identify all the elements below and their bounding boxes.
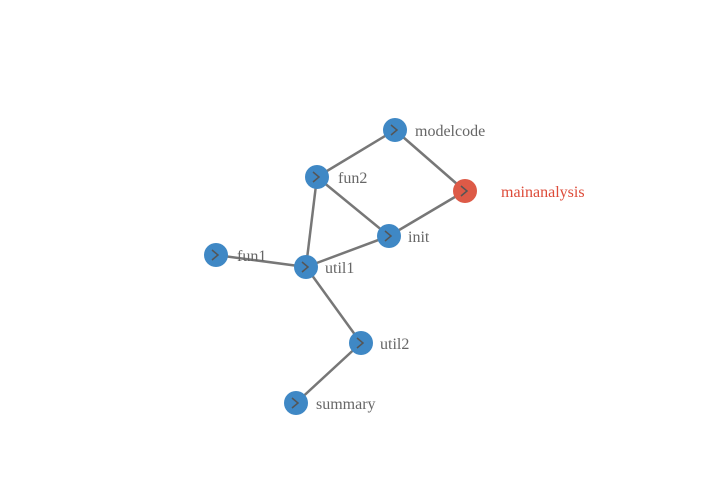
edge-util1-fun2 [304, 176, 319, 268]
node-label: util1 [325, 260, 354, 277]
node-circle[interactable] [383, 118, 407, 142]
node-fun2[interactable]: fun2 [305, 165, 367, 189]
node-label: fun2 [338, 170, 367, 187]
node-label: util2 [380, 336, 409, 353]
edge-util2-summary [295, 342, 362, 404]
edge-fun1-util1 [215, 253, 307, 269]
arrowhead-icon [312, 171, 321, 183]
edges-layer [215, 128, 466, 404]
node-circle[interactable] [284, 391, 308, 415]
edge-init-mainanalysis [388, 189, 466, 238]
node-circle[interactable] [377, 224, 401, 248]
node-circle[interactable] [204, 243, 228, 267]
node-util2[interactable]: util2 [349, 331, 409, 355]
node-summary[interactable]: summary [284, 391, 376, 415]
node-util1[interactable]: util1 [294, 255, 354, 279]
node-fun1[interactable]: fun1 [204, 243, 266, 267]
node-mainanalysis[interactable]: mainanalysis [453, 179, 585, 203]
node-label: init [408, 229, 430, 246]
node-label: modelcode [415, 123, 485, 140]
edge-modelcode-mainanalysis [394, 129, 466, 192]
arrowhead-icon [211, 249, 220, 261]
nodes-layer: modelcode fun2 mainanalysis init fun1 util1 ut… [204, 118, 585, 415]
node-circle[interactable] [294, 255, 318, 279]
node-circle[interactable] [453, 179, 477, 203]
node-modelcode[interactable]: modelcode [383, 118, 485, 142]
node-circle[interactable] [349, 331, 373, 355]
node-label: fun1 [237, 248, 266, 265]
node-circle[interactable] [305, 165, 329, 189]
arrowhead-icon [356, 337, 365, 349]
node-label: mainanalysis [501, 184, 585, 201]
node-init[interactable]: init [377, 224, 430, 248]
edge-util1-util2 [304, 266, 363, 344]
arrowhead-icon [291, 397, 300, 409]
edge-fun2-modelcode [316, 128, 396, 179]
arrowhead-icon [390, 124, 399, 136]
node-label: summary [316, 396, 376, 413]
edge-fun2-init [316, 176, 390, 237]
arrowhead-icon [301, 261, 310, 273]
edge-util1-init [305, 234, 390, 269]
arrowhead-icon [460, 185, 469, 197]
arrowhead-icon [384, 230, 393, 242]
